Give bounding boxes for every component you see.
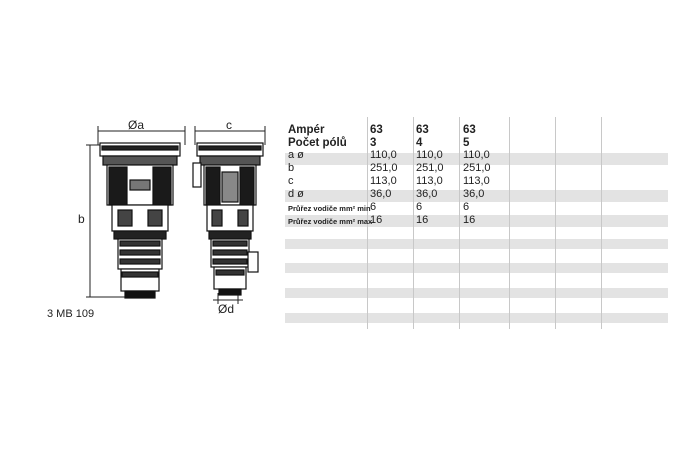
table-stripe [285, 215, 668, 227]
table-cell: 113,0 [416, 175, 443, 187]
table-stripe [285, 288, 668, 298]
row-label-pole-count: Počet pólů [288, 137, 347, 149]
table-column-divider [459, 117, 460, 329]
table-cell: 5 [463, 137, 470, 149]
table-cell: 110,0 [416, 149, 443, 161]
table-cell: 6 [463, 201, 470, 213]
table-stripe [285, 153, 668, 165]
table-cell: 16 [416, 214, 429, 226]
table-cell: 251,0 [463, 162, 491, 174]
table-cell: 4 [416, 137, 423, 149]
dimension-b-label: b [78, 212, 85, 226]
table-cell: 110,0 [463, 149, 490, 161]
table-cell: 16 [463, 214, 476, 226]
table-cell: 6 [416, 201, 423, 213]
spec-table: Ampér 63 63 63 Počet pólů 3 4 5 a ø 110,… [285, 117, 668, 329]
table-stripe [285, 239, 668, 249]
row-label-cross-section-max: Průřez vodiče mm² max [288, 217, 373, 226]
table-cell: 63 [463, 124, 476, 136]
table-cell: 36,0 [416, 188, 438, 200]
table-cell: 63 [370, 124, 383, 136]
row-label-c: c [288, 175, 294, 187]
table-cell: 110,0 [370, 149, 397, 161]
table-cell: 113,0 [463, 175, 490, 187]
table-cell: 36,0 [370, 188, 392, 200]
table-cell: 16 [370, 214, 383, 226]
side-view [192, 142, 264, 296]
product-code: 3 MB 109 [47, 308, 95, 320]
row-label-cross-section-min: Průřez vodiče mm² min [288, 204, 371, 213]
table-cell: 36,0 [463, 188, 485, 200]
table-stripe [285, 313, 668, 323]
table-cell: 63 [416, 124, 429, 136]
front-view [99, 142, 181, 299]
table-column-divider [413, 117, 414, 329]
dimension-a-label: Øa [128, 118, 145, 132]
table-cell: 251,0 [416, 162, 444, 174]
table-stripe [285, 263, 668, 273]
table-cell: 3 [370, 137, 377, 149]
row-label-amper: Ampér [288, 124, 325, 136]
table-cell: 251,0 [370, 162, 398, 174]
table-stripe [285, 190, 668, 202]
table-column-divider [601, 117, 602, 329]
dimension-c-label: c [226, 118, 232, 132]
row-label-a: a ø [288, 149, 304, 161]
row-label-b: b [288, 162, 295, 174]
dimension-d-label: Ød [218, 302, 235, 316]
table-cell: 6 [370, 201, 377, 213]
row-label-d: d ø [288, 188, 304, 200]
table-column-divider [367, 117, 368, 329]
table-cell: 113,0 [370, 175, 397, 187]
table-column-divider [555, 117, 556, 329]
table-column-divider [509, 117, 510, 329]
